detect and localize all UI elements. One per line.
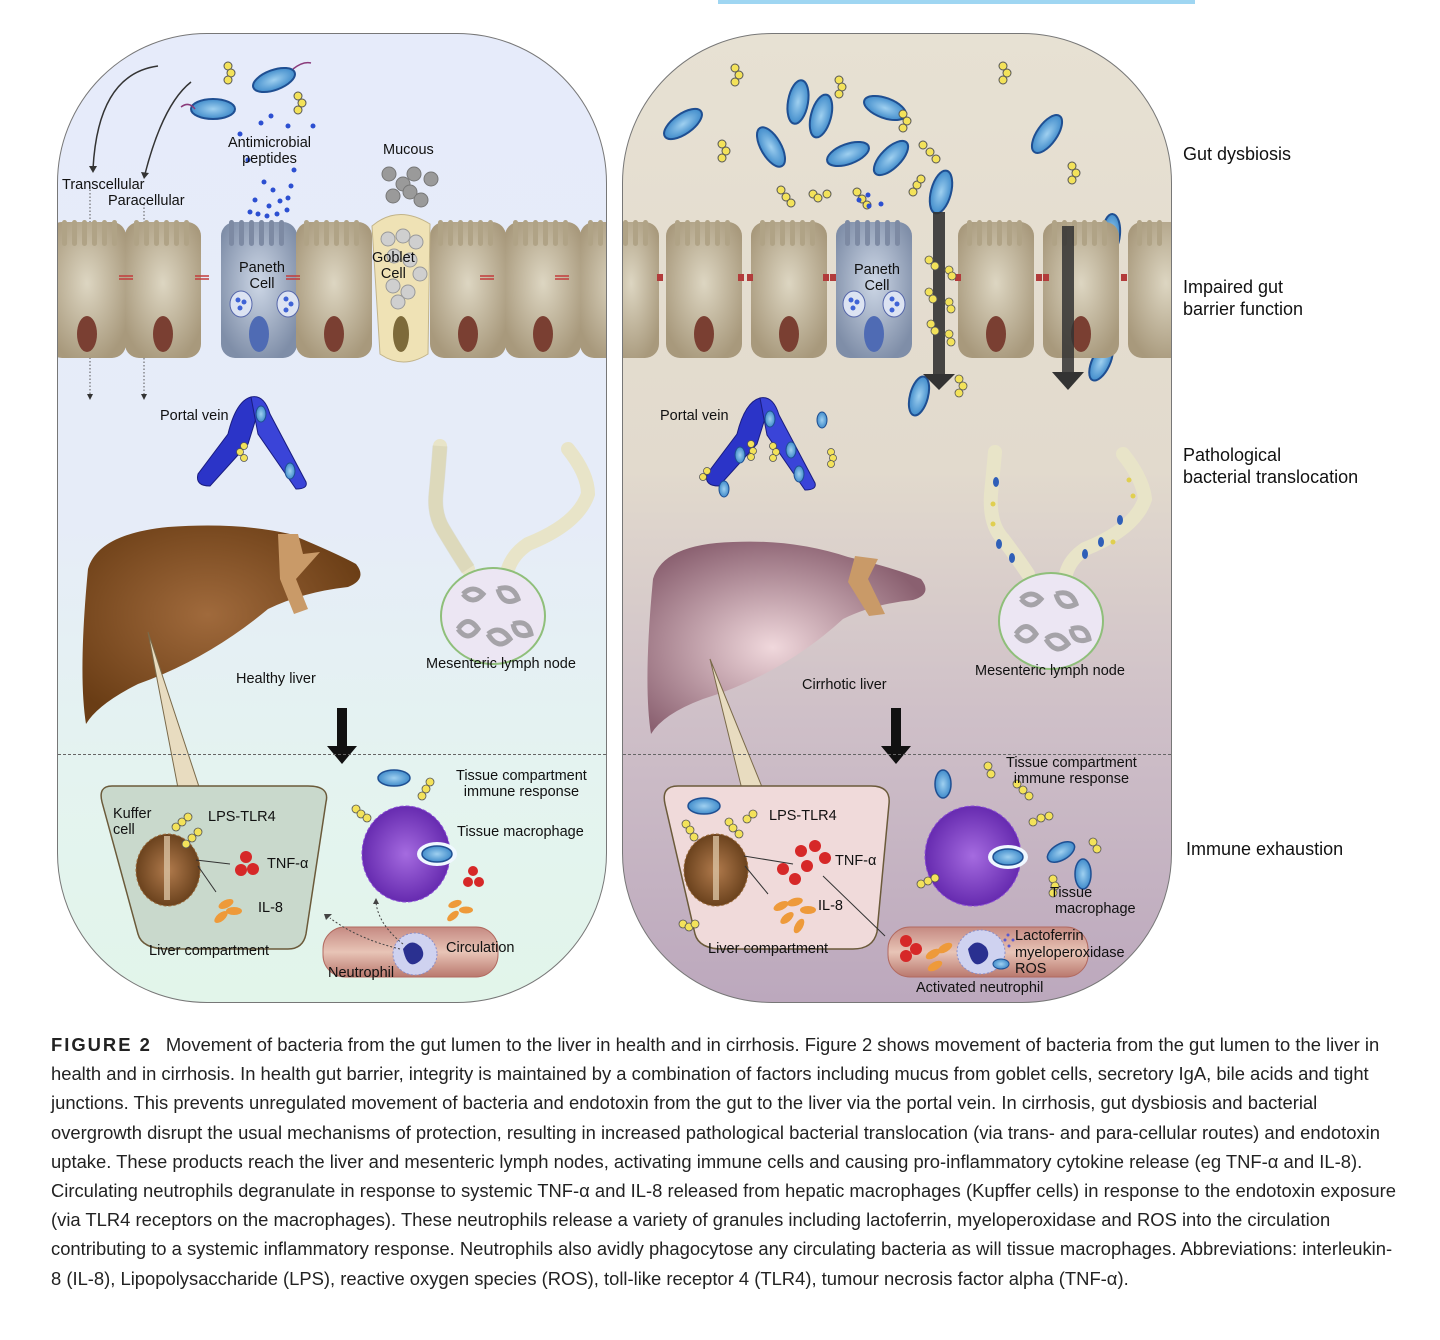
liver-compartment bbox=[663, 785, 890, 950]
healthy-panel: Antimicrobial peptides Mucous Transcellu… bbox=[57, 33, 607, 1003]
liver-compartment bbox=[100, 785, 328, 950]
mucous-granules bbox=[381, 166, 439, 208]
label-portal-vein: Portal vein bbox=[660, 408, 729, 424]
mesenteric-lymph-node bbox=[983, 445, 1153, 670]
label-paneth-cell: Paneth Cell bbox=[239, 260, 285, 292]
label-antimicrobial-peptides: Antimicrobial peptides bbox=[228, 135, 311, 167]
mesenteric-lymph-node bbox=[428, 439, 596, 665]
label-cirrhotic-liver: Cirrhotic liver bbox=[802, 677, 887, 693]
caption-text: Movement of bacteria from the gut lumen … bbox=[51, 1034, 1397, 1289]
il8-molecules bbox=[773, 897, 816, 934]
label-portal-vein: Portal vein bbox=[160, 408, 229, 424]
label-mesenteric-lymph-node: Mesenteric lymph node bbox=[426, 656, 576, 672]
label-lps-tlr4: LPS-TLR4 bbox=[769, 808, 837, 824]
circulation-vessel bbox=[322, 926, 499, 978]
portal-vein bbox=[197, 396, 307, 490]
side-label-pathological-translocation: Pathological bacterial translocation bbox=[1183, 445, 1359, 487]
down-arrow bbox=[327, 708, 357, 764]
label-goblet-cell: Goblet Cell bbox=[372, 250, 415, 282]
label-tissue-macrophage: Tissue macrophage bbox=[1050, 885, 1136, 917]
label-paracellular: Paracellular bbox=[108, 193, 185, 209]
cocci-chains bbox=[717, 61, 1081, 210]
label-kuffer-cell: Kuffer cell bbox=[113, 806, 152, 838]
label-tissue-macrophage: Tissue macrophage bbox=[457, 824, 584, 840]
label-tnf-alpha: TNF-α bbox=[267, 856, 309, 872]
label-neutrophil-granules: Lactoferrin myeloperoxidase ROS bbox=[1015, 928, 1125, 977]
tnf-alpha-molecules bbox=[235, 851, 259, 876]
cirrhotic-liver bbox=[647, 541, 926, 734]
translocation-arrow-paracellular bbox=[1052, 226, 1084, 390]
paracellular-route-arrow bbox=[144, 81, 192, 175]
side-label-gut-dysbiosis: Gut dysbiosis bbox=[1183, 144, 1292, 164]
label-il8: IL-8 bbox=[258, 900, 283, 916]
label-tnf-alpha: TNF-α bbox=[835, 853, 877, 869]
label-tissue-compartment: Tissue compartment immune response bbox=[1006, 755, 1137, 787]
translocation-arrow-transcellular bbox=[923, 212, 968, 398]
tissue-macrophage bbox=[916, 761, 1102, 907]
healthy-illustration bbox=[58, 61, 606, 978]
transcellular-route-arrow bbox=[92, 65, 159, 170]
compartment-divider bbox=[58, 754, 606, 755]
bacteria-overgrowth bbox=[663, 79, 1122, 417]
compartment-divider bbox=[623, 754, 1171, 755]
healthy-liver bbox=[82, 525, 361, 724]
bacteria-group bbox=[180, 61, 312, 120]
tissue-macrophage bbox=[351, 769, 484, 922]
label-liver-compartment: Liver compartment bbox=[149, 943, 270, 959]
label-circulation: Circulation bbox=[446, 940, 515, 956]
label-mucous: Mucous bbox=[383, 142, 434, 158]
tnf-alpha-molecules bbox=[777, 840, 831, 885]
label-tissue-compartment: Tissue compartment immune response bbox=[456, 768, 587, 800]
il8-molecules bbox=[214, 899, 242, 923]
antimicrobial-dots bbox=[237, 113, 316, 219]
cirrhosis-panel: Paneth Cell Portal vein Cirrhotic liver … bbox=[622, 33, 1172, 1003]
label-activated-neutrophil: Activated neutrophil bbox=[916, 980, 1044, 996]
label-healthy-liver: Healthy liver bbox=[236, 671, 316, 687]
kupffer-cell bbox=[135, 812, 231, 907]
cirrhosis-illustration bbox=[623, 61, 1171, 978]
label-lps-tlr4: LPS-TLR4 bbox=[208, 809, 276, 825]
side-label-impaired-barrier: Impaired gut barrier function bbox=[1183, 277, 1304, 319]
portal-vein bbox=[699, 397, 837, 498]
circulation-vessel bbox=[887, 926, 1089, 978]
down-arrow bbox=[881, 708, 911, 764]
label-paneth-cell: Paneth Cell bbox=[854, 262, 900, 294]
side-label-immune-exhaustion: Immune exhaustion bbox=[1186, 839, 1344, 859]
label-liver-compartment: Liver compartment bbox=[708, 941, 829, 957]
label-il8: IL-8 bbox=[818, 898, 843, 914]
header-accent-bar bbox=[718, 0, 1195, 4]
figure-label: FIGURE 2 bbox=[51, 1034, 152, 1055]
label-transcellular: Transcellular bbox=[62, 177, 145, 193]
kupffer-cell bbox=[678, 797, 794, 932]
label-mesenteric-lymph-node: Mesenteric lymph node bbox=[975, 663, 1125, 679]
label-neutrophil: Neutrophil bbox=[328, 965, 395, 981]
